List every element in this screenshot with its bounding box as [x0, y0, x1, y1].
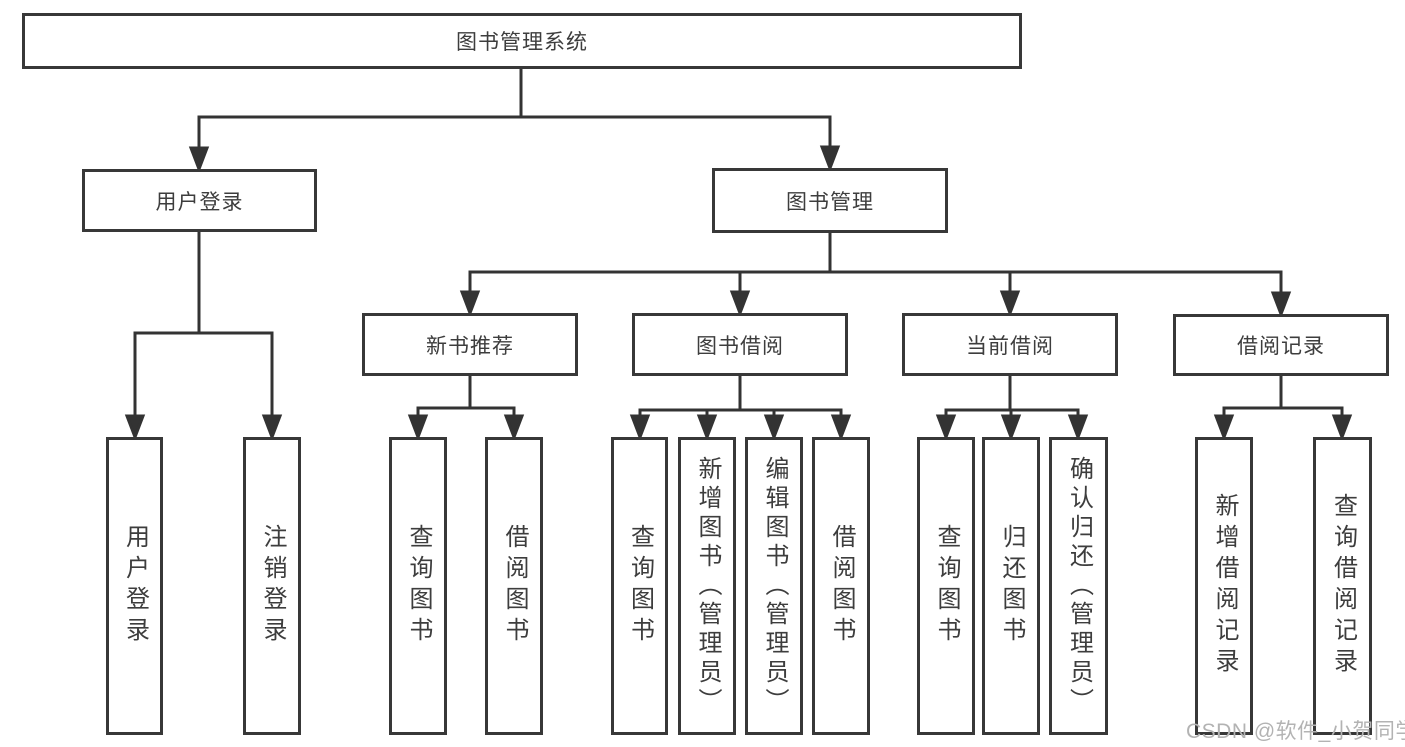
leaf-borrow-books-recommend: 借阅图书: [485, 437, 543, 735]
connector-user-login: [124, 232, 283, 442]
node-book-management-label: 图书管理: [786, 190, 874, 214]
connector-book-management: [459, 233, 1292, 319]
node-current-borrow: 当前借阅: [902, 313, 1118, 376]
node-book-management: 图书管理: [712, 168, 948, 233]
node-borrow-records-label: 借阅记录: [1237, 335, 1325, 358]
leaf-query-borrow-record: 查询借阅记录: [1313, 437, 1372, 735]
node-user-login-label: 用户登录: [155, 190, 244, 214]
connector-current-borrow: [935, 376, 1089, 442]
node-new-book-recommend-label: 新书推荐: [426, 334, 514, 358]
leaf-return-books: 归还图书: [982, 437, 1040, 735]
connector-new-book-recommend: [407, 376, 525, 442]
leaf-logout: 注销登录: [243, 437, 301, 735]
leaf-confirm-return-admin: 确认归还（管理员）: [1049, 437, 1108, 735]
node-root: 图书管理系统: [22, 13, 1022, 69]
leaf-add-borrow-record: 新增借阅记录: [1195, 437, 1253, 735]
node-current-borrow-label: 当前借阅: [966, 334, 1054, 358]
leaf-user-login: 用户登录: [106, 437, 163, 735]
node-root-label: 图书管理系统: [456, 31, 588, 54]
leaf-query-books-borrow: 查询图书: [611, 437, 668, 735]
connector-root: [188, 69, 841, 174]
csdn-watermark: CSDN @软件_小贺同学: [1186, 720, 1405, 743]
connector-borrow-records: [1213, 376, 1353, 442]
leaf-query-books-current: 查询图书: [917, 437, 975, 735]
connector-book-borrow: [629, 376, 852, 442]
node-new-book-recommend: 新书推荐: [362, 313, 578, 376]
node-book-borrow: 图书借阅: [632, 313, 848, 376]
leaf-query-books-recommend: 查询图书: [389, 437, 447, 735]
leaf-edit-books-admin: 编辑图书（管理员）: [745, 437, 803, 735]
leaf-add-books-admin: 新增图书（管理员）: [678, 437, 736, 735]
leaf-borrow-books: 借阅图书: [812, 437, 870, 735]
node-book-borrow-label: 图书借阅: [696, 334, 784, 358]
node-borrow-records: 借阅记录: [1173, 314, 1389, 376]
node-user-login: 用户登录: [82, 169, 317, 232]
